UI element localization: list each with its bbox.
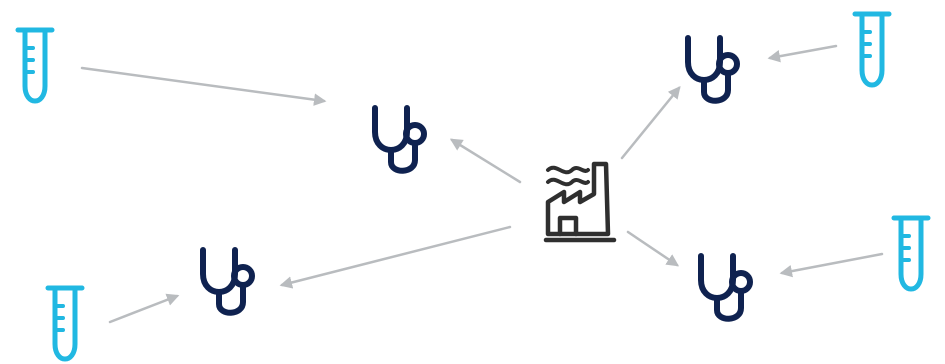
test-tube-icon (18, 30, 52, 101)
arrow-factory-to-steth-top-left (449, 138, 522, 184)
arrow-factory-to-steth-bottom-left (279, 225, 512, 289)
stethoscope-icon (688, 38, 737, 101)
arrows (80, 44, 884, 324)
test-tube-icon (855, 14, 889, 85)
arrow-tube-top-left-to-steth-top-left (80, 66, 327, 106)
stethoscope-icon (203, 250, 252, 313)
test-tube-icon (894, 218, 928, 289)
arrow-tube-bottom-left-to-steth-bottom-left (108, 293, 180, 324)
arrow-tube-top-right-to-steth-top-right (767, 44, 838, 63)
stethoscope-icon (701, 256, 750, 319)
factory-icon (546, 164, 614, 240)
arrow-factory-to-steth-top-right (620, 86, 681, 160)
stethoscope-icon (375, 108, 424, 171)
test-tube-icon (48, 288, 82, 359)
arrow-factory-to-steth-bottom-right (626, 230, 680, 267)
arrow-tube-bottom-right-to-steth-bottom-right (779, 252, 884, 278)
